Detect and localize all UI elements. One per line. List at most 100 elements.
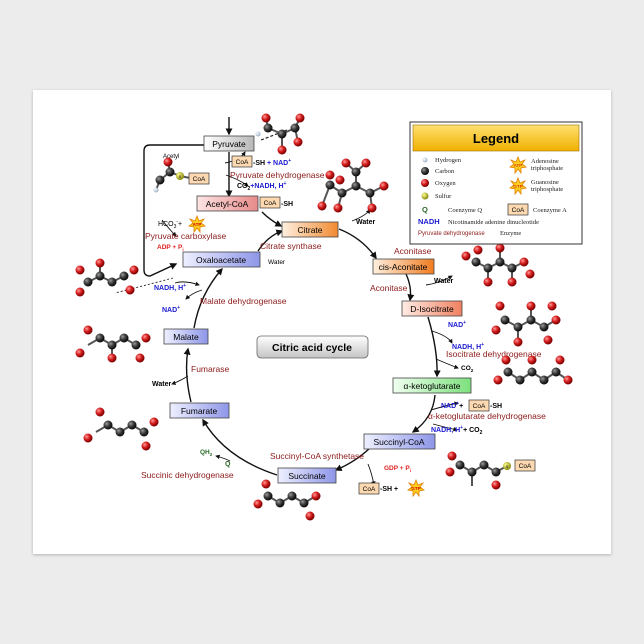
metabolite-fumarate: Fumarate: [169, 402, 230, 419]
svg-text:-SH + NAD+: -SH + NAD+: [253, 158, 291, 167]
svg-text:Oxygen: Oxygen: [435, 180, 456, 187]
molecule-fumarate: [83, 407, 159, 451]
nadh-symbol: NADH: [418, 217, 440, 226]
svg-text:Water: Water: [434, 278, 453, 285]
svg-text:Citrate: Citrate: [297, 225, 322, 235]
svg-text:CoA: CoA: [512, 207, 525, 214]
enzyme-succinyl-coa-synthetase: Succinyl-CoA synthetase: [270, 451, 364, 461]
enzyme-pyruvate-dehydrogenase: Pyruvate dehydrogenase: [230, 170, 325, 180]
molecule-succinate: [253, 479, 321, 521]
gtp-icon: GTP: [407, 479, 425, 497]
molecule-alpha-ketoglutarate: [493, 355, 573, 385]
legend: Legend Hydrogen Carbon Oxygen Sulfur Q C…: [409, 121, 583, 245]
oxygen-icon: [421, 179, 429, 187]
svg-text:Acetyl-CoA: Acetyl-CoA: [206, 199, 249, 209]
legend-title: Legend: [473, 131, 519, 146]
svg-text:D-Isocitrate: D-Isocitrate: [410, 304, 454, 314]
svg-text:QH2: QH2: [200, 449, 213, 457]
svg-text:CoA: CoA: [363, 486, 376, 493]
svg-text:NAD+: NAD+: [162, 305, 180, 314]
enzyme-succinic-dehydrogenase: Succinic dehydrogenase: [141, 470, 234, 480]
svg-text:NADH, H+: NADH, H+: [452, 342, 484, 351]
enzyme-aconitase-1: Aconitase: [394, 246, 432, 256]
molecule-pyruvate: [255, 113, 305, 155]
svg-text:S: S: [179, 174, 182, 179]
legend-gtp-icon: GTP: [509, 177, 527, 195]
hydrogen-icon: [422, 157, 428, 163]
svg-text:ATP: ATP: [514, 163, 522, 168]
enzyme-labels: Pyruvate dehydrogenase Pyruvate carboxyl…: [141, 170, 546, 480]
svg-text:cis-Aconitate: cis-Aconitate: [379, 262, 428, 272]
svg-text:Hydrogen: Hydrogen: [435, 157, 462, 164]
enzyme-example: Pyruvate dehydrogenase: [418, 231, 485, 237]
page-title: Citric acid cycle: [272, 342, 352, 354]
svg-text:Enzyme: Enzyme: [500, 230, 521, 237]
molecule-malate: [75, 325, 151, 363]
svg-text:CO2: CO2: [461, 365, 474, 373]
svg-text:Nicotinamide adenine dinucleot: Nicotinamide adenine dinucleotide: [448, 219, 539, 226]
svg-text:CoA: CoA: [473, 403, 486, 410]
svg-text:NAD+: NAD+: [448, 320, 466, 329]
arrow-akg-to-succinyl-coa: [411, 394, 436, 433]
arrow-succinyl-coa-to-succinate: [334, 447, 371, 472]
svg-text:α-ketoglutarate: α-ketoglutarate: [404, 381, 461, 391]
svg-text:ADP + Pi: ADP + Pi: [157, 244, 184, 252]
svg-text:Succinyl-CoA: Succinyl-CoA: [373, 437, 424, 447]
poster: Pyruvate Acetyl-CoA Citrate cis-Aconitat…: [33, 90, 611, 554]
svg-text:Fumarate: Fumarate: [181, 406, 218, 416]
coenzyme-q-symbol: Q: [422, 205, 428, 214]
arrow-succinate-to-fumarate: [202, 418, 278, 476]
molecule-succinyl-coa: [445, 451, 536, 490]
svg-text:-SH: -SH: [281, 201, 293, 208]
metabolite-citrate: Citrate: [281, 221, 339, 238]
dotted-link-oxaloacetate: [114, 277, 174, 294]
legend-coa-box: [507, 203, 529, 216]
metabolite-succinate: Succinate: [277, 467, 337, 484]
svg-text:Sulfur: Sulfur: [435, 193, 452, 200]
metabolite-alpha-ketoglutarate: α-ketoglutarate: [392, 377, 472, 394]
metabolite-succinyl-coa: Succinyl-CoA: [363, 433, 436, 450]
arrow-isocitrate-to-akg: [427, 316, 441, 378]
enzyme-pyruvate-carboxylase: Pyruvate carboxylase: [145, 231, 227, 241]
arrow-acetyl-coa-to-citrate: [261, 211, 283, 227]
arrow-pyruvate-to-oxaloacetate: [143, 144, 205, 277]
svg-text:CoA: CoA: [193, 176, 206, 183]
carbon-icon: [421, 167, 429, 175]
arrow-malate-to-oxaloacetate: [193, 267, 223, 329]
svg-text:Guanosine: Guanosine: [531, 179, 559, 186]
svg-text:GDP + Pi: GDP + Pi: [384, 465, 411, 473]
svg-text:Acetyl: Acetyl: [163, 154, 179, 160]
svg-text:CoA: CoA: [519, 463, 532, 470]
diagram-title: Citric acid cycle: [256, 335, 369, 359]
arrow-cis-aconitate-to-isocitrate: [405, 273, 415, 302]
metabolite-oxaloacetate: Oxaloacetate: [182, 251, 261, 268]
enzyme-aconitase-2: Aconitase: [370, 283, 408, 293]
metabolite-malate: Malate: [163, 328, 209, 345]
sulfur-icon: [421, 192, 429, 200]
molecule-citrate: [317, 158, 389, 213]
molecule-oxaloacetate: [75, 258, 139, 297]
svg-text:Succinate: Succinate: [288, 471, 326, 481]
svg-text:Malate: Malate: [173, 332, 199, 342]
molecule-isocitrate: [491, 301, 561, 347]
metabolite-acetyl-coa: Acetyl-CoA: [196, 195, 259, 212]
svg-text:Coenzyme A: Coenzyme A: [533, 207, 567, 214]
enzyme-akg-dehydrogenase: α-ketoglutarate dehydrogenase: [428, 411, 546, 421]
svg-text:-SH: -SH: [490, 403, 502, 410]
molecule-acetyl: [153, 157, 210, 193]
svg-text:Water: Water: [152, 381, 171, 388]
citric-acid-cycle-diagram: Pyruvate Acetyl-CoA Citrate cis-Aconitat…: [75, 113, 583, 521]
svg-text:Adenosine: Adenosine: [531, 158, 559, 165]
svg-text:S: S: [506, 464, 509, 469]
svg-text:CoA: CoA: [236, 159, 249, 166]
svg-text:HCO3-+: HCO3-+: [158, 219, 182, 230]
enzyme-citrate-synthase: Citrate synthase: [260, 241, 322, 251]
svg-text:ATP: ATP: [193, 222, 202, 227]
arrow-oxaloacetate-to-citrate: [257, 229, 284, 252]
legend-atp-icon: ATP: [509, 156, 527, 174]
svg-text:NADH, H++ CO2: NADH, H++ CO2: [431, 425, 483, 436]
svg-text:CoA: CoA: [264, 200, 277, 207]
metabolite-d-isocitrate: D-Isocitrate: [401, 300, 463, 317]
svg-text:GTP: GTP: [513, 184, 522, 189]
svg-text:-SH +: -SH +: [380, 486, 398, 493]
